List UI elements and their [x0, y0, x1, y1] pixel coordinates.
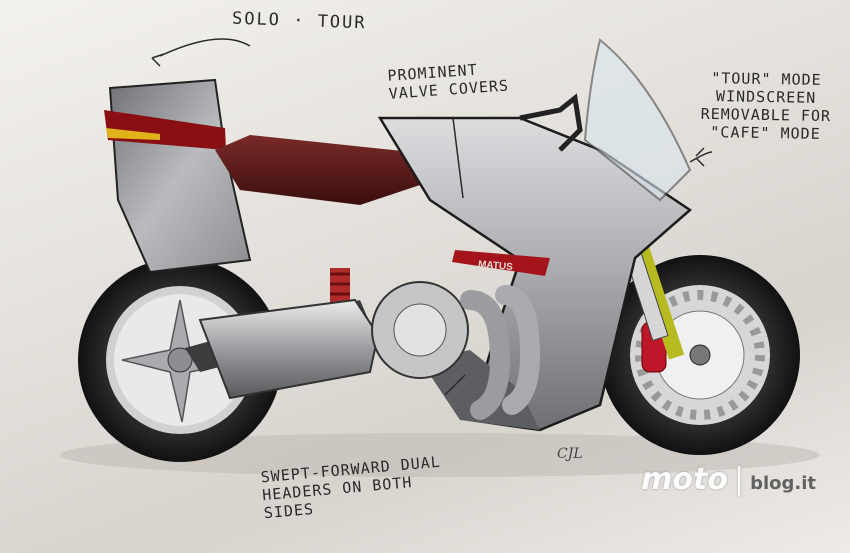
windscreen [583, 38, 692, 202]
muffler [198, 298, 380, 400]
annotation-strokes [151, 38, 713, 396]
engine [371, 281, 541, 420]
badge-stripe [452, 250, 550, 276]
watermark-brand: moto [641, 462, 728, 497]
title-annotation: SOLO · TOUR [231, 8, 367, 34]
watermark-separator: | [733, 462, 745, 497]
badge-text: MATUS [478, 259, 514, 273]
ground-shadow [60, 433, 820, 477]
seat [215, 135, 440, 205]
watermark-site: blog.it [750, 473, 816, 494]
luggage-case [104, 78, 252, 274]
artist-signature: CJL [557, 446, 583, 462]
windscreen-annotation: "TOUR" MODE WINDSCREEN REMOVABLE FOR "CA… [700, 69, 832, 143]
front-wheel [600, 255, 800, 455]
handlebar [519, 93, 583, 152]
watermark: moto|blog.it [641, 462, 816, 497]
